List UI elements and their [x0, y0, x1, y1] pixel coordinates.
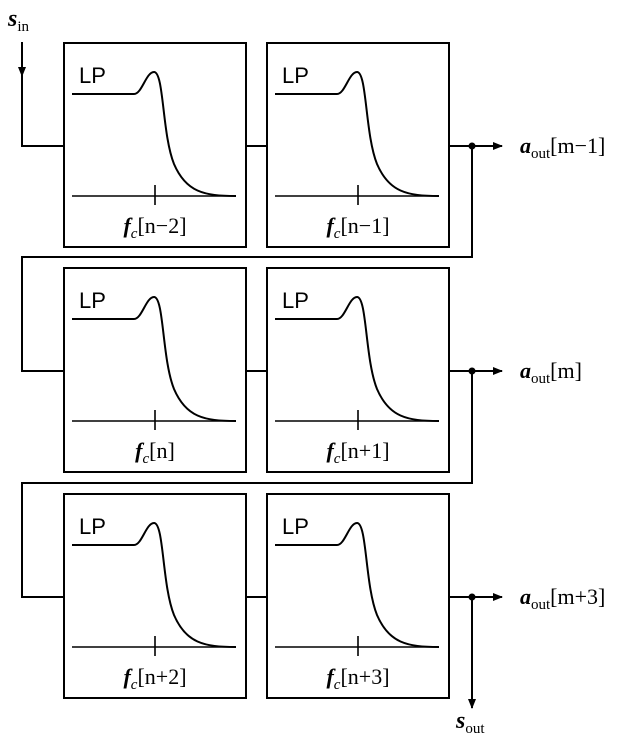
cutoff-frequency-label: fc[n+2] [123, 664, 186, 693]
frequency-response-curve [275, 295, 440, 422]
filter-type-label: LP [282, 288, 309, 313]
frequency-response-curve [275, 521, 440, 648]
filter-type-label: LP [79, 514, 106, 539]
lowpass-filter-block: LP fc[n−2] [63, 42, 247, 248]
cutoff-frequency-label: fc[n] [135, 438, 175, 467]
input-signal-label: sin [7, 6, 30, 35]
frequency-response-curve [72, 295, 237, 422]
lowpass-filter-block: LP fc[n] [63, 267, 247, 473]
filter-type-label: LP [79, 63, 106, 88]
filter-type-label: LP [79, 288, 106, 313]
frequency-response-curve [275, 70, 440, 197]
frequency-response-curve [72, 521, 237, 648]
input-wire [21, 74, 64, 147]
filter-box [266, 267, 450, 473]
lowpass-filter-block: LP fc[n+1] [266, 267, 450, 473]
cutoff-frequency-label: fc[n+3] [326, 664, 389, 693]
lowpass-filter-block: LP fc[n−1] [266, 42, 450, 248]
filter-type-label: LP [282, 63, 309, 88]
filter-box [266, 493, 450, 699]
filter-box [63, 493, 247, 699]
cutoff-frequency-label: fc[n−2] [123, 213, 186, 242]
cutoff-frequency-label: fc[n+1] [326, 438, 389, 467]
filter-type-label: LP [282, 514, 309, 539]
frequency-response-curve [72, 70, 237, 197]
tap-output-label: aout[m] [520, 358, 582, 387]
stage-link-wire-2 [21, 371, 473, 598]
tap-output-label: aout[m+3] [520, 584, 605, 613]
lowpass-filter-block: LP fc[n+2] [63, 493, 247, 699]
tap-output-label: aout[m−1] [520, 133, 605, 162]
cutoff-frequency-label: fc[n−1] [326, 213, 389, 242]
filter-box [63, 42, 247, 248]
lowpass-filter-block: LP fc[n+3] [266, 493, 450, 699]
filter-box [63, 267, 247, 473]
output-signal-label: sout [455, 708, 485, 737]
filter-box [266, 42, 450, 248]
stage-link-wire-1 [21, 146, 473, 372]
